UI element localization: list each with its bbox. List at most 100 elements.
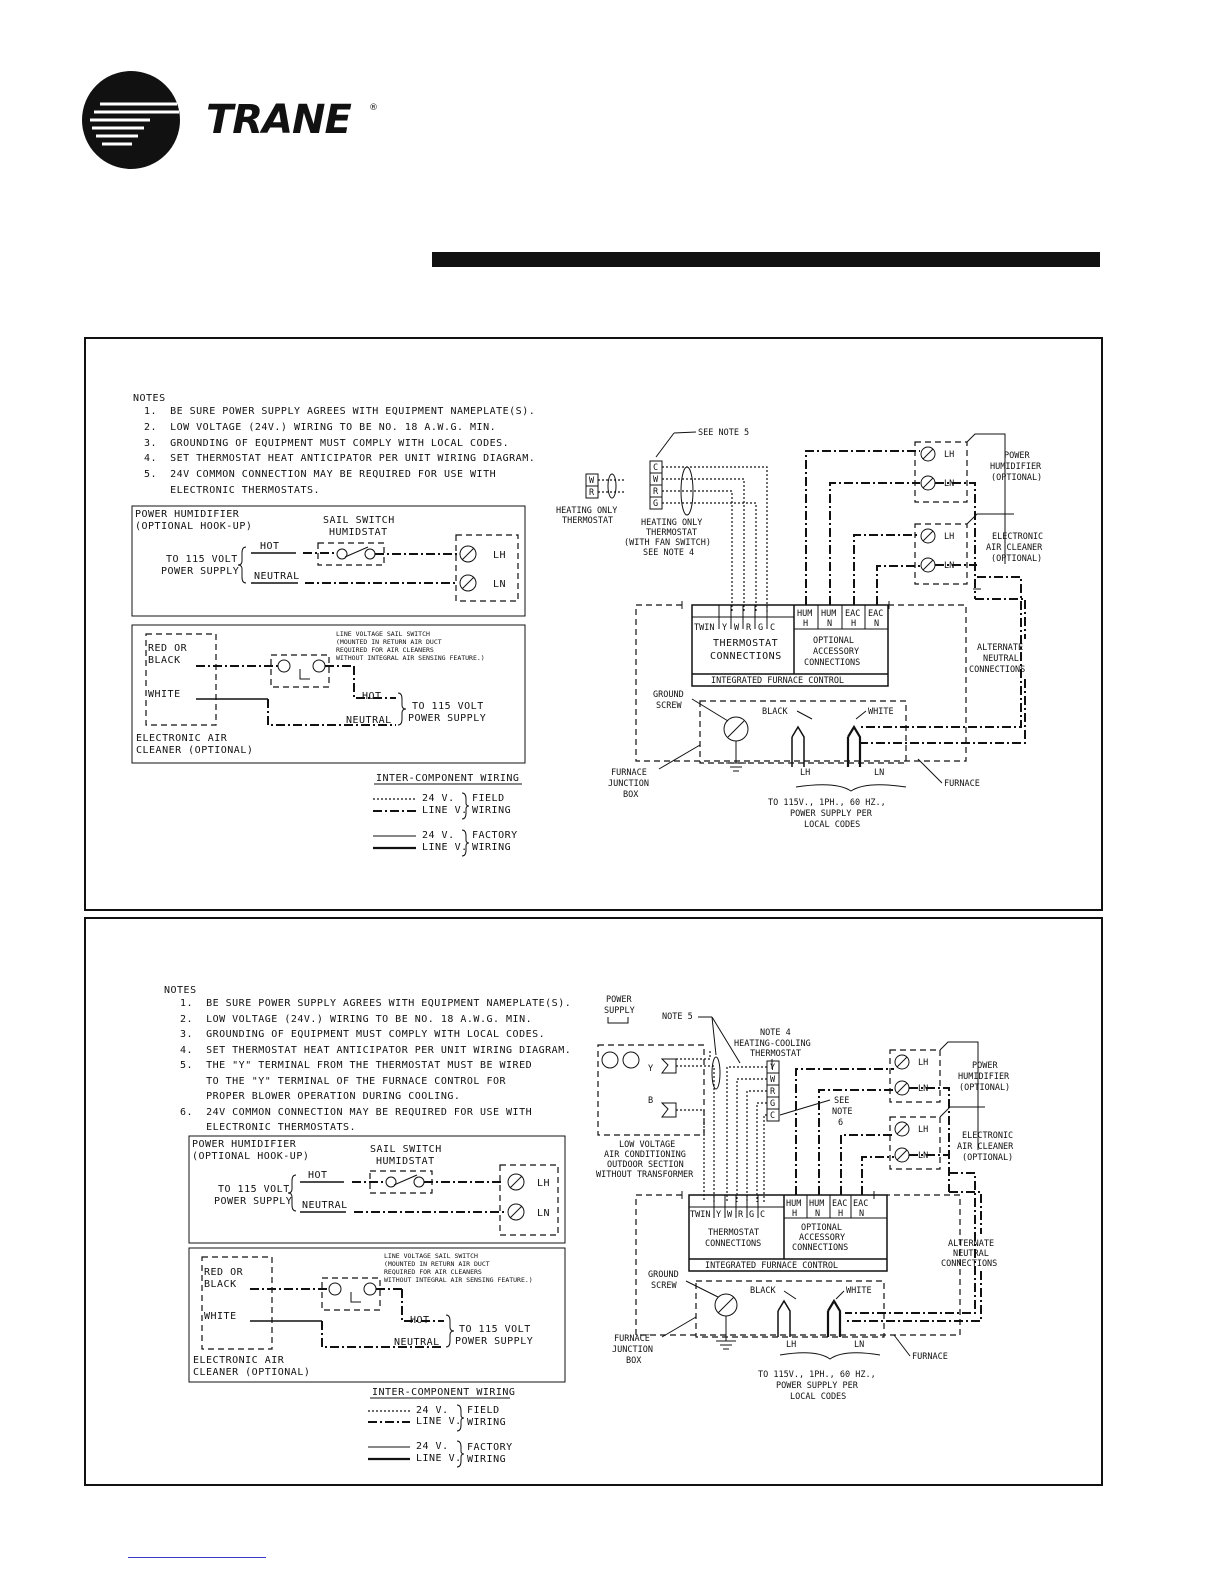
alt-neutral-3: CONNECTIONS (941, 1259, 997, 1269)
brand-name: TRANE (206, 97, 352, 143)
note-5-cont: ELECTRONIC THERMOSTATS. (144, 485, 320, 496)
stat-terminal-c: C (770, 1111, 775, 1121)
terminal-twin: TWIN (690, 1210, 710, 1220)
wiring-legend: INTER-COMPONENT WIRING 24 V. LINE V. FIE… (368, 1387, 515, 1468)
acc-hum-n: HUM (821, 609, 836, 619)
fan-stat-label-1: HEATING ONLY (641, 518, 702, 528)
humidifier-title: POWER HUMIDIFIER (192, 1139, 297, 1150)
connections-label: CONNECTIONS (792, 1243, 848, 1253)
furnace-label: FURNACE (912, 1352, 948, 1362)
black-label-main: BLACK (762, 707, 788, 717)
sail-note-1: LINE VOLTAGE SAIL SWITCH (336, 630, 430, 638)
legend-title: INTER-COMPONENT WIRING (372, 1387, 515, 1398)
fan-terminal-c: C (653, 463, 658, 473)
stat-terminal-w: W (770, 1075, 776, 1085)
terminal-r: R (746, 623, 752, 633)
see-note-6-2: NOTE (832, 1107, 852, 1117)
note-5: 5. 24V COMMON CONNECTION MAY BE REQUIRED… (144, 469, 496, 480)
ac-title-1: ELECTRONIC AIR (136, 733, 228, 744)
heating-only-label: HEATING ONLY (556, 506, 617, 516)
note-4-label-2: HEATING-COOLING (734, 1039, 811, 1049)
red-or-label: RED OR (204, 1267, 244, 1278)
header-rule (432, 252, 1100, 267)
ac-hot-label: HOT (410, 1315, 430, 1326)
acc-sub-h1: H (792, 1209, 797, 1219)
fan-terminal-r: R (653, 487, 659, 497)
air-cleaner-hookup-box: RED OR BLACK WHITE LINE VOLTAGE SAIL SWI… (131, 624, 526, 764)
ground-label-1: GROUND (653, 690, 684, 700)
legend-field-wiring: WIRING (472, 805, 511, 816)
terminal-twin: TWIN (694, 623, 714, 633)
thermostat-connections-2: CONNECTIONS (705, 1239, 761, 1249)
legend-linev-factory: LINE V. (416, 1453, 462, 1464)
acc-sub-h1: H (803, 619, 808, 629)
supply-power-1: TO 115V., 1PH., 60 HZ., (758, 1370, 876, 1380)
humidifier-hookup-box: POWER HUMIDIFIER (OPTIONAL HOOK-UP) SAIL… (131, 505, 526, 617)
note-2: 2. LOW VOLTAGE (24V.) WIRING TO BE NO. 1… (180, 1014, 532, 1025)
terminal-ln: LN (493, 579, 506, 590)
supply-label-2: POWER SUPPLY (161, 566, 239, 577)
ac-supply-1: TO 115 VOLT (412, 701, 484, 712)
outdoor-label-4: WITHOUT TRANSFORMER (596, 1170, 694, 1180)
thermostat-connections: THERMOSTAT (713, 638, 778, 649)
wiring-panel-heating-cooling: NOTES 1. BE SURE POWER SUPPLY AGREES WIT… (84, 917, 1103, 1486)
legend-24v: 24 V. (416, 1405, 449, 1416)
ifc-label: INTEGRATED FURNACE CONTROL (711, 676, 844, 686)
terminal-g: G (749, 1210, 754, 1220)
optional-label: OPTIONAL (801, 1223, 842, 1233)
notes-heading: NOTES (133, 393, 166, 404)
terminal-y: Y (716, 1210, 721, 1220)
legend-factory: FACTORY (467, 1442, 513, 1453)
eac-lh: LH (944, 532, 954, 542)
sail-note-2: (MOUNTED IN RETURN AIR DUCT (336, 638, 442, 646)
ac-title-1: ELECTRONIC AIR (193, 1355, 285, 1366)
fan-stat-label-2: THERMOSTAT (646, 528, 697, 538)
legend-field: FIELD (472, 793, 505, 804)
stat-terminal-y: Y (770, 1063, 775, 1073)
furnace-label: FURNACE (944, 779, 980, 789)
sail-note-1: LINE VOLTAGE SAIL SWITCH (384, 1252, 478, 1260)
acc-eac-n: EAC (853, 1199, 868, 1209)
sail-note-4: WITHOUT INTEGRAL AIR SENSING FEATURE.) (384, 1276, 533, 1284)
humidifier-subtitle: (OPTIONAL HOOK-UP) (135, 521, 252, 532)
jbox-label-2: JUNCTION (612, 1345, 653, 1355)
legend-24v: 24 V. (422, 793, 455, 804)
outdoor-b: B (648, 1096, 653, 1106)
sail-note-2: (MOUNTED IN RETURN AIR DUCT (384, 1260, 490, 1268)
terminal-lh: LH (537, 1178, 550, 1189)
neutral-label: NEUTRAL (254, 571, 300, 582)
sail-note-3: REQUIRED FOR AIR CLEANERS (336, 646, 434, 654)
note-4-label: NOTE 4 (760, 1028, 791, 1038)
ac-supply-2: POWER SUPPLY (455, 1336, 533, 1347)
fan-terminal-w: W (653, 475, 659, 485)
hum-title-1: POWER (972, 1061, 998, 1071)
outdoor-label-2: AIR CONDITIONING (604, 1150, 686, 1160)
ho-terminal-w: W (589, 476, 595, 486)
acc-sub-h2: H (838, 1209, 843, 1219)
legend-24v-factory: 24 V. (422, 830, 455, 841)
accessory-label: ACCESSORY (813, 647, 859, 657)
terminal-r: R (738, 1210, 744, 1220)
sail-switch-label: SAIL SWITCH (323, 515, 395, 526)
ac-hot-label: HOT (362, 691, 382, 702)
alt-neutral-1: ALTERNATE (977, 643, 1023, 653)
eac-ln: LN (918, 1151, 928, 1161)
white-label: WHITE (204, 1311, 237, 1322)
legend-linev-factory: LINE V. (422, 842, 468, 853)
note-4-label-3: THERMOSTAT (750, 1049, 801, 1059)
note-4: 4. SET THERMOSTAT HEAT ANTICIPATOR PER U… (180, 1045, 571, 1056)
acc-hum-h: HUM (797, 609, 812, 619)
trane-globe-icon (82, 71, 180, 169)
alt-neutral-2: NEUTRAL (983, 654, 1019, 664)
white-label-main: WHITE (868, 707, 894, 717)
acc-eac-h: EAC (845, 609, 860, 619)
acc-sub-h2: H (851, 619, 856, 629)
see-note-6-1: SEE (834, 1096, 849, 1106)
eac-title-3: (OPTIONAL) (991, 554, 1042, 564)
terminal-g: G (758, 623, 763, 633)
supply-label-1: TO 115 VOLT (166, 554, 238, 565)
humidstat-label: HUMIDSTAT (376, 1156, 435, 1167)
fan-stat-label-3: (WITH FAN SWITCH) (624, 538, 711, 548)
legend-field: FIELD (467, 1405, 500, 1416)
see-note-5: SEE NOTE 5 (698, 428, 749, 438)
